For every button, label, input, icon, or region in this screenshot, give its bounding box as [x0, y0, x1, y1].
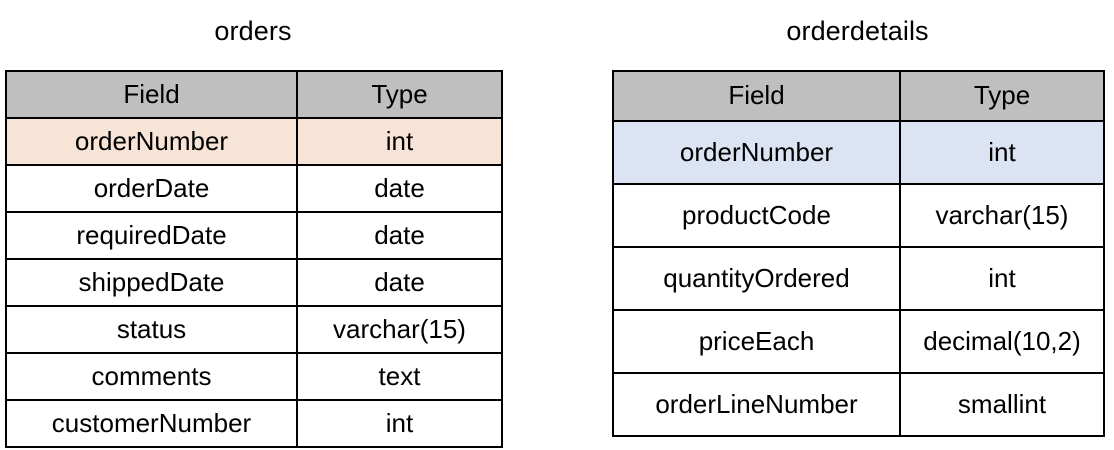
- table-header-orders: Field Type: [5, 70, 503, 119]
- cell-type: int: [899, 246, 1105, 311]
- table-header-orderdetails: Field Type: [612, 70, 1105, 122]
- cell-field: productCode: [612, 183, 901, 248]
- table-row: orderDate date: [5, 164, 503, 213]
- cell-field: orderLineNumber: [612, 372, 901, 437]
- header-row: Field Type: [5, 70, 503, 119]
- cell-field: status: [5, 305, 298, 354]
- table-row: orderLineNumber smallint: [612, 372, 1105, 437]
- cell-type: varchar(15): [899, 183, 1105, 248]
- column-header-type: Type: [296, 70, 503, 119]
- cell-type: int: [296, 399, 503, 448]
- cell-type: date: [296, 258, 503, 307]
- table-row: customerNumber int: [5, 399, 503, 448]
- cell-field: quantityOrdered: [612, 246, 901, 311]
- table-row: orderNumber int: [5, 117, 503, 166]
- column-header-field: Field: [612, 70, 901, 122]
- cell-type: decimal(10,2): [899, 309, 1105, 374]
- schema-block-orders: orders Field Type orderNumber int orderD…: [5, 14, 503, 448]
- cell-field: comments: [5, 352, 298, 401]
- schema-table-orders: Field Type orderNumber int orderDate dat…: [5, 70, 503, 448]
- cell-type: int: [296, 117, 503, 166]
- table-row: orderNumber int: [612, 120, 1105, 185]
- column-header-type: Type: [899, 70, 1105, 122]
- schema-block-orderdetails: orderdetails Field Type orderNumber int …: [612, 14, 1105, 437]
- cell-field: priceEach: [612, 309, 901, 374]
- header-row: Field Type: [612, 70, 1105, 122]
- cell-type: text: [296, 352, 503, 401]
- cell-field: requiredDate: [5, 211, 298, 260]
- table-row: status varchar(15): [5, 305, 503, 354]
- table-row: productCode varchar(15): [612, 183, 1105, 248]
- table-body-orders: orderNumber int orderDate date requiredD…: [5, 117, 503, 448]
- table-title-orders: orders: [214, 16, 292, 46]
- cell-type: smallint: [899, 372, 1105, 437]
- table-title-orderdetails: orderdetails: [786, 16, 929, 46]
- column-header-field: Field: [5, 70, 298, 119]
- cell-field: shippedDate: [5, 258, 298, 307]
- table-body-orderdetails: orderNumber int productCode varchar(15) …: [612, 120, 1105, 437]
- cell-field: customerNumber: [5, 399, 298, 448]
- cell-field: orderDate: [5, 164, 298, 213]
- table-row: quantityOrdered int: [612, 246, 1105, 311]
- cell-type: varchar(15): [296, 305, 503, 354]
- cell-type: int: [899, 120, 1105, 185]
- schema-table-orderdetails: Field Type orderNumber int productCode v…: [612, 70, 1105, 437]
- table-row: requiredDate date: [5, 211, 503, 260]
- table-row: priceEach decimal(10,2): [612, 309, 1105, 374]
- cell-type: date: [296, 164, 503, 213]
- table-row: shippedDate date: [5, 258, 503, 307]
- cell-field: orderNumber: [5, 117, 298, 166]
- table-row: comments text: [5, 352, 503, 401]
- cell-type: date: [296, 211, 503, 260]
- cell-field: orderNumber: [612, 120, 901, 185]
